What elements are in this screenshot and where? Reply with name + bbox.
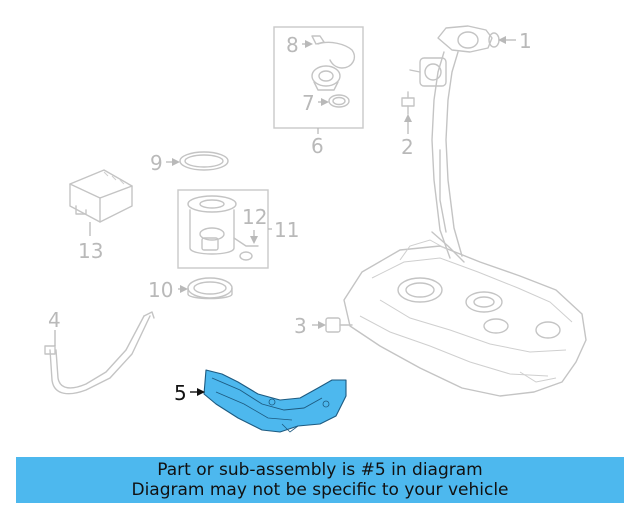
callout-9[interactable]: 9 [150,151,163,175]
part-5-heat-shield [203,369,347,433]
callout-5[interactable]: 5 [174,381,187,405]
callout-7[interactable]: 7 [302,91,315,115]
info-banner: Part or sub-assembly is #5 in diagram Di… [16,457,624,503]
banner-line-1: Part or sub-assembly is #5 in diagram [157,460,483,480]
part-1-filler-neck [409,25,500,263]
part-9-lock-ring [179,151,229,171]
callout-8[interactable]: 8 [286,33,299,57]
leader-lines [166,36,516,396]
parts-diagram: 1 2 3 4 5 6 7 8 9 10 11 12 13 [44,25,587,433]
part-10-gasket [187,277,233,300]
callout-11[interactable]: 11 [274,218,299,242]
part-4-strap [44,311,155,395]
callout-10[interactable]: 10 [148,278,173,302]
part-6-cap-assembly [273,26,364,134]
callout-6[interactable]: 6 [311,134,324,158]
banner-line-2: Diagram may not be specific to your vehi… [131,480,509,500]
callout-1[interactable]: 1 [519,29,532,53]
part-13-control-module [69,169,133,236]
callout-12[interactable]: 12 [242,205,267,229]
fuel-tank [343,239,587,397]
callout-3[interactable]: 3 [294,314,307,338]
part-2-bolt [401,91,415,115]
callout-4[interactable]: 4 [48,308,61,332]
callout-13[interactable]: 13 [78,239,103,263]
callout-2[interactable]: 2 [401,135,414,159]
part-11-pump-box [177,189,269,269]
